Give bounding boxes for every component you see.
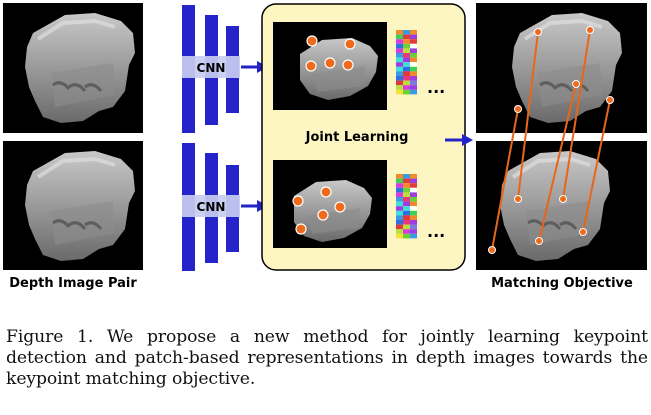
depth-image-top [3,3,143,133]
figure-diagram: CNN CNN ... [3,3,647,291]
keypoint [534,28,542,36]
ellipsis-bottom: ... [427,222,445,241]
keypoint [514,195,522,203]
keypoint [295,223,307,235]
keypoint [317,209,329,221]
match-lines [491,29,611,251]
joint-learning-label: Joint Learning [305,130,409,145]
keypoint [606,96,614,104]
cnn-block-bottom [182,143,240,271]
match-line [562,29,591,200]
keypoint [320,186,332,198]
figure-caption: Figure 1. We propose a new method for jo… [6,327,648,389]
keypoint [579,228,587,236]
keypoint [324,57,336,69]
keypoint [334,201,346,213]
panel-keypoint-image-bottom [273,160,387,248]
keypoint [514,105,522,113]
cnn-label-bottom: CNN [197,200,226,214]
keypoint [535,237,543,245]
keypoint [305,60,317,72]
keypoint [344,38,356,50]
keypoint [586,26,594,34]
cnn-block-top [182,5,240,133]
keypoint [488,246,496,254]
keypoint [559,195,567,203]
matched-image-top [476,3,647,133]
match-line [491,108,519,251]
depth-image-bottom [3,141,143,270]
keypoint [342,59,354,71]
keypoint [292,195,304,207]
match-line [517,31,539,200]
arrow-panel-to-objective [445,134,473,146]
keypoint [306,35,318,47]
descriptor-patches-bottom [396,174,417,239]
matching-objective-label: Matching Objective [491,276,633,291]
panel-keypoint-image-top [273,22,387,110]
descriptor-patches-top [396,30,417,95]
ellipsis-top: ... [427,78,445,97]
matched-image-bottom [476,141,647,270]
match-line [538,83,577,242]
depth-image-pair-label: Depth Image Pair [9,276,137,291]
keypoint [572,80,580,88]
match-line [582,99,611,233]
cnn-label-top: CNN [197,61,226,75]
